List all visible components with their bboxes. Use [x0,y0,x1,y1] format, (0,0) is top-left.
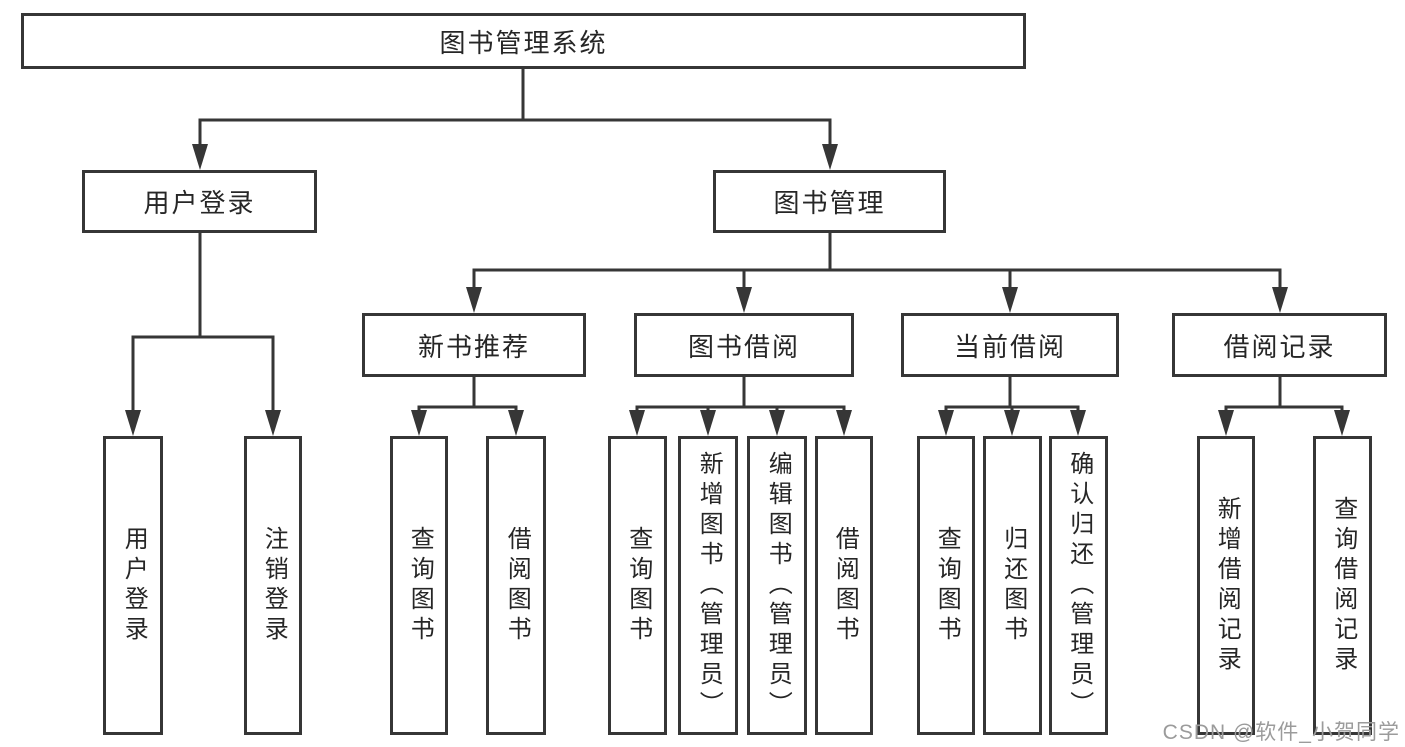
leaf-label: 借阅图书 [503,525,531,646]
arrowhead-icon [769,410,785,436]
leaf-label: 确认归还（管理员） [1065,450,1093,721]
node-label: 图书管理系统 [439,27,608,58]
arrowhead-icon [700,410,716,436]
leaf-user-login: 用户登录 [103,436,163,735]
node-borrowing-records: 借阅记录 [1172,313,1387,377]
leaf-edit-book-admin: 编辑图书（管理员） [747,436,807,735]
leaf-query-books-current: 查询图书 [917,436,975,735]
arrowhead-icon [411,410,427,436]
leaf-query-books-recommendation: 查询图书 [390,436,448,735]
arrowhead-icon [192,144,208,170]
arrowhead-icon [1334,410,1350,436]
arrowhead-icon [1004,410,1020,436]
leaf-label: 查询图书 [933,525,961,646]
leaf-label: 查询图书 [406,525,434,646]
arrowhead-icon [1272,287,1288,313]
arrowhead-icon [125,410,141,436]
node-label: 用户登录 [143,188,256,218]
leaf-add-borrow-record: 新增借阅记录 [1197,436,1255,735]
arrowhead-icon [265,410,281,436]
leaf-label: 注销登录 [260,525,288,646]
arrowhead-icon [508,410,524,436]
node-label: 当前借阅 [953,331,1066,362]
leaf-label: 借阅图书 [831,525,859,646]
leaf-logout: 注销登录 [244,436,302,735]
leaf-label: 查询借阅记录 [1329,495,1357,676]
leaf-confirm-return-admin: 确认归还（管理员） [1049,436,1108,735]
node-label: 图书管理 [773,188,886,218]
node-user-login-branch: 用户登录 [82,170,317,233]
arrowhead-icon [836,410,852,436]
arrowhead-icon [822,144,838,170]
arrowhead-icon [938,410,954,436]
leaf-label: 新增图书（管理员） [695,450,723,721]
arrowhead-icon [1070,410,1086,436]
leaf-label: 归还图书 [999,525,1027,646]
leaf-label: 查询图书 [624,525,652,646]
node-new-book-recommendation: 新书推荐 [362,313,586,377]
leaf-query-borrow-record: 查询借阅记录 [1313,436,1372,735]
leaf-add-book-admin: 新增图书（管理员） [678,436,738,735]
arrowhead-icon [1002,287,1018,313]
node-book-borrowing: 图书借阅 [634,313,854,377]
arrowhead-icon [466,287,482,313]
arrowhead-icon [736,287,752,313]
node-label: 新书推荐 [417,331,530,362]
leaf-query-books-borrowing: 查询图书 [608,436,667,735]
arrowhead-icon [629,410,645,436]
leaf-label: 用户登录 [120,525,148,646]
arrowhead-icon [1218,410,1234,436]
leaf-label: 新增借阅记录 [1213,495,1241,676]
leaf-borrow-books-recommendation: 借阅图书 [486,436,546,735]
leaf-borrow-books-borrowing: 借阅图书 [815,436,873,735]
node-current-borrowing: 当前借阅 [901,313,1119,377]
node-library-management-system: 图书管理系统 [21,13,1026,69]
leaf-return-books: 归还图书 [983,436,1042,735]
node-label: 图书借阅 [687,331,800,362]
leaf-label: 编辑图书（管理员） [764,450,792,721]
node-book-management-branch: 图书管理 [713,170,946,233]
node-label: 借阅记录 [1223,331,1336,362]
watermark: CSDN @软件_小贺同学 [1162,721,1400,744]
